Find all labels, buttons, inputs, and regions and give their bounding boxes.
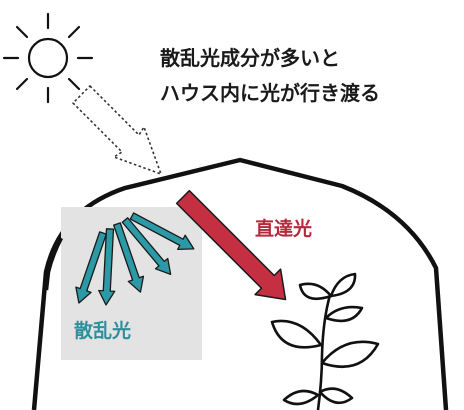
diffuse-arrow-3 <box>113 222 145 293</box>
headline-line-1: 散乱光成分が多いと <box>160 46 340 70</box>
diffuse-light-arrows <box>75 212 195 306</box>
diffuse-light-label: 散乱光 <box>74 319 131 342</box>
diffuse-arrow-4 <box>121 217 172 276</box>
direct-light-label: 直達光 <box>255 217 312 240</box>
direct-light-arrow <box>175 189 287 301</box>
headline-line-2: ハウス内に光が行き渡る <box>160 81 380 105</box>
plant-icon <box>270 272 380 410</box>
diffuse-arrow-5 <box>129 212 195 251</box>
incoming-light-arrow <box>72 85 162 175</box>
greenhouse-wall-in-box <box>43 236 63 291</box>
sun-icon <box>2 12 94 104</box>
diffuse-arrow-1 <box>75 231 107 304</box>
diffuse-arrow-2 <box>98 228 116 306</box>
